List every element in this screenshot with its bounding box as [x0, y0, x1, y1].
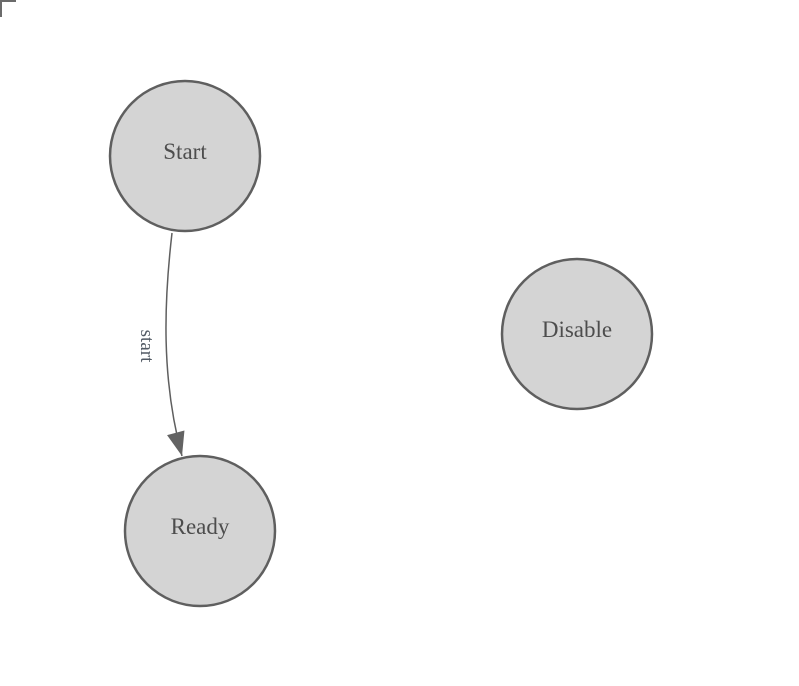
state-node-disable[interactable]: Disable	[500, 257, 654, 411]
edge-label: start	[136, 330, 157, 363]
canvas-corner-mark	[0, 0, 16, 17]
edge-line[interactable]	[165, 232, 185, 457]
state-node-ready[interactable]: Ready	[123, 454, 277, 608]
state-circle-disable[interactable]	[500, 257, 654, 411]
state-circle-ready[interactable]	[123, 454, 277, 608]
state-node-start[interactable]: Start	[108, 79, 262, 233]
edge-start-to-ready[interactable]: start	[136, 232, 185, 457]
state-circle-start[interactable]	[108, 79, 262, 233]
